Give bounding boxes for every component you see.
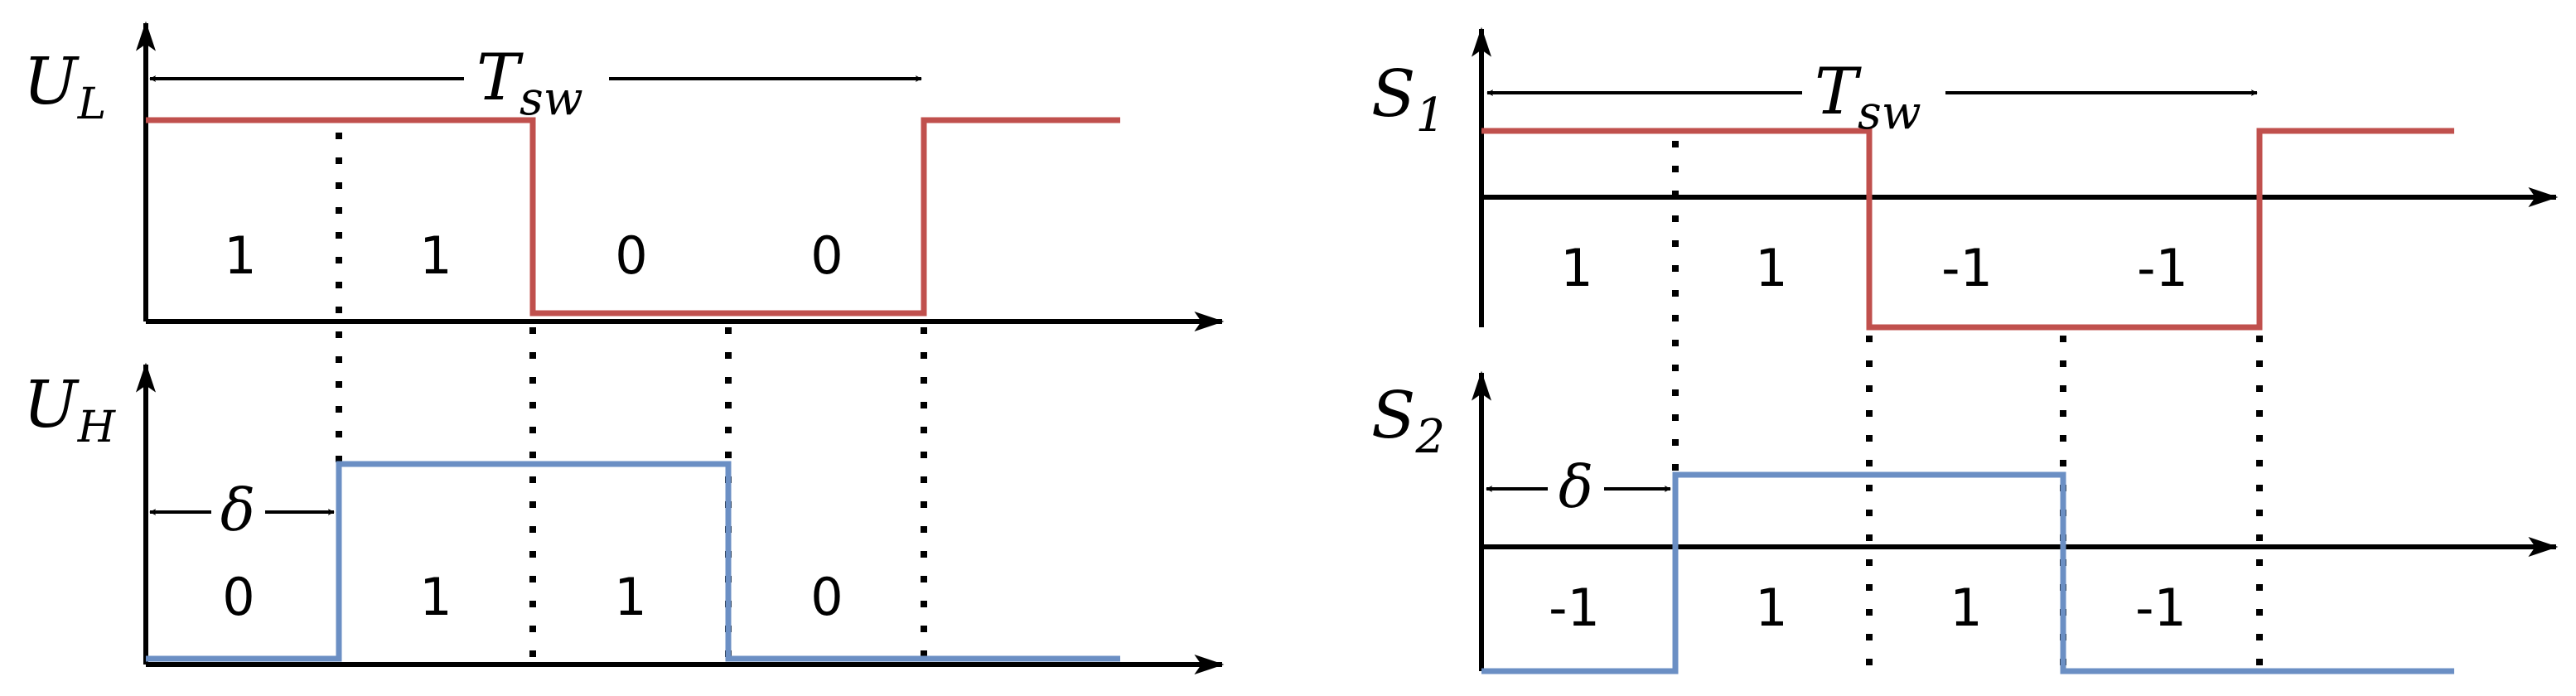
s1-value: -1 xyxy=(2137,238,2188,298)
delay-label: δ xyxy=(1559,453,1593,521)
s1-value: 1 xyxy=(1755,238,1787,298)
uh-value: 0 xyxy=(810,567,843,627)
s1-label: S1 xyxy=(1371,57,1445,143)
ul-value: 0 xyxy=(615,225,647,286)
s1-value: -1 xyxy=(1941,238,1993,298)
ul-value: 1 xyxy=(224,225,256,286)
ul-waveform xyxy=(146,117,1120,317)
uh-label: UH xyxy=(23,368,117,452)
right-panel: Tsw δ S1 S2 1 1 -1 -1 -1 1 1 -1 xyxy=(1371,27,2559,674)
ul-value: 1 xyxy=(419,225,452,286)
s2-label: S2 xyxy=(1371,379,1445,464)
uh-value: 0 xyxy=(222,567,254,627)
s2-value: 1 xyxy=(1755,578,1787,638)
period-label: Tsw xyxy=(1815,55,1921,140)
s1-value: 1 xyxy=(1560,238,1592,298)
delay-label: δ xyxy=(220,476,255,544)
s2-value: -1 xyxy=(2135,578,2187,638)
uh-waveform xyxy=(146,461,1120,662)
uh-value: 1 xyxy=(419,567,452,627)
period-label: Tsw xyxy=(476,41,583,126)
s2-waveform xyxy=(1481,471,2454,674)
s2-value: -1 xyxy=(1549,578,1600,638)
uh-value: 1 xyxy=(614,567,646,627)
ul-label: UL xyxy=(23,45,106,129)
ul-value: 0 xyxy=(810,225,843,286)
left-panel: Tsw δ UL UH 1 1 0 0 0 1 1 0 xyxy=(23,21,1225,674)
s2-value: 1 xyxy=(1950,578,1982,638)
s1-waveform xyxy=(1481,128,2454,331)
